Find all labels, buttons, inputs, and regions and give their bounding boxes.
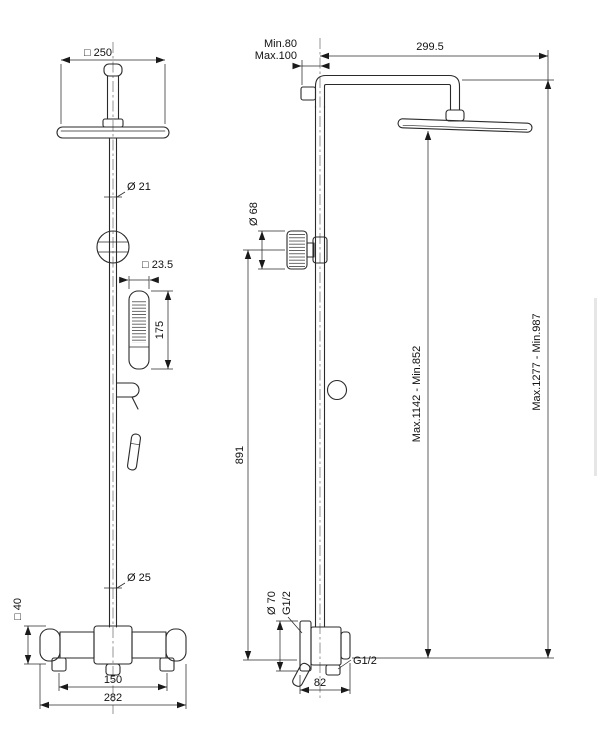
front-shower-head [56, 126, 170, 139]
dim-inlet-spacing [58, 673, 168, 691]
dim-handshower-length [151, 290, 173, 370]
dim-holder-height [243, 249, 297, 661]
dim-wall-distance [292, 60, 330, 85]
front-left-connection [51, 657, 67, 672]
dim-lower-pipe-diameter [104, 582, 126, 589]
dim-total-height [462, 50, 554, 658]
label-lower-pipe-diameter: Ø 25 [127, 572, 151, 584]
side-shower-arm [314, 74, 461, 111]
dim-head-size [60, 56, 166, 124]
front-slider-joint [96, 230, 130, 264]
side-wall-bracket [300, 86, 317, 101]
front-handshower [128, 290, 150, 370]
label-inlet-spacing: 150 [104, 674, 122, 686]
label-pipe-height: Max.1142 - Min.852 [411, 346, 423, 442]
front-arm-cap [103, 63, 123, 77]
label-flange-diameter: Ø 70 [266, 591, 278, 615]
dim-flange-diameter [276, 620, 298, 672]
side-holder-bracket [306, 242, 315, 258]
label-overall-width: 282 [104, 692, 122, 704]
side-pivot-joint [326, 379, 348, 401]
front-mixer-right-tube [131, 631, 167, 659]
label-wall-min: Min.80 [264, 38, 297, 50]
side-outlet [325, 664, 341, 676]
side-mixer-body [310, 626, 342, 666]
dim-handshower-width [119, 276, 159, 289]
front-handshower-sprayface [132, 301, 146, 343]
page-edge-mark [594, 298, 597, 476]
front-hose-connector [127, 433, 141, 471]
label-total-height: Max.1277 - Min.987 [531, 313, 543, 410]
label-wall-thread: G1/2 [281, 591, 293, 615]
front-mixer-left-tube [59, 631, 95, 659]
label-wall-max: Max.100 [255, 50, 297, 62]
wall-thread-leader [287, 616, 303, 634]
front-view: □ 250 Ø 21 □ 23.5 175 Ø 25 [12, 42, 187, 714]
label-outlet-thread: G1/2 [353, 655, 377, 667]
front-left-handle [39, 628, 61, 662]
side-holder-face [289, 233, 305, 267]
label-handshower-width: □ 23.5 [142, 259, 173, 271]
label-depth: 82 [314, 677, 326, 689]
dim-body-size [24, 625, 46, 665]
dim-overall-width [39, 664, 187, 709]
dim-depth [299, 663, 351, 694]
label-pipe-diameter: Ø 21 [127, 181, 151, 193]
side-pole-clamp [312, 236, 328, 264]
front-diverter [105, 663, 121, 676]
side-mixer-lever [292, 662, 311, 687]
dim-pipe-diameter [104, 191, 126, 198]
front-handshower-holder [116, 382, 140, 398]
label-arm-reach: 299.5 [416, 41, 444, 53]
label-body-size: □ 40 [12, 598, 24, 620]
label-holder-diameter: Ø 68 [248, 202, 260, 226]
side-mixer-front [340, 631, 351, 660]
label-handshower-length: 175 [154, 321, 166, 339]
label-head-size: □ 250 [84, 47, 112, 59]
side-shower-head [397, 118, 533, 133]
outlet-thread-leader [337, 659, 352, 670]
front-right-handle [165, 628, 187, 662]
side-view: Min.80 Max.100 299.5 Ø 68 891 Max.1142 -… [234, 38, 554, 698]
front-right-connection [159, 657, 175, 672]
label-holder-height: 891 [234, 446, 246, 464]
side-head-joint [445, 109, 465, 122]
